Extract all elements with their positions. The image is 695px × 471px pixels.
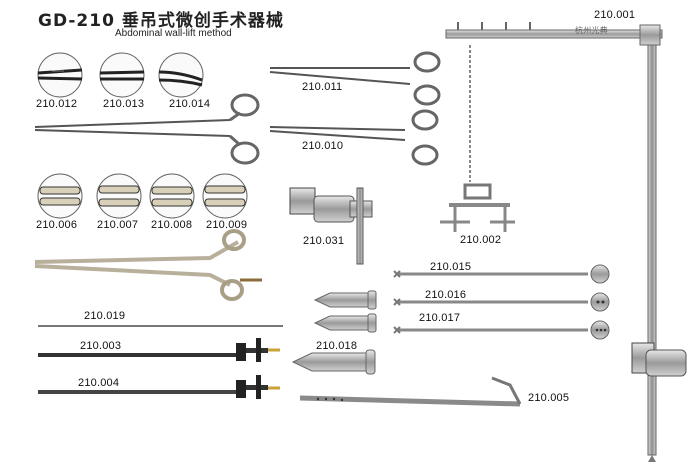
page-subtitle: Abdominal wall-lift method	[115, 28, 232, 39]
jaw-detail-014	[158, 52, 204, 98]
electrode-003	[38, 338, 280, 362]
stand-marking: 杭州光典	[575, 26, 608, 35]
jaw-detail-012	[37, 52, 83, 98]
jaw-detail-006	[37, 173, 83, 219]
label-210-009: 210.009	[206, 219, 248, 231]
label-210-016: 210.016	[425, 289, 467, 301]
label-210-018: 210.018	[316, 340, 358, 352]
label-210-013: 210.013	[103, 98, 145, 110]
label-210-003: 210.003	[80, 340, 122, 352]
label-210-010: 210.010	[302, 140, 344, 152]
label-210-014: 210.014	[169, 98, 211, 110]
label-210-006: 210.006	[36, 219, 78, 231]
suspension-stand-001	[445, 22, 687, 462]
label-210-015: 210.015	[430, 261, 472, 273]
label-210-019: 210.019	[84, 310, 126, 322]
jaw-detail-008	[149, 173, 195, 219]
label-210-005: 210.005	[528, 392, 570, 404]
clamp-instrument	[34, 229, 262, 301]
trocar-018	[291, 290, 377, 375]
label-210-012: 210.012	[36, 98, 78, 110]
rail-clamp-031	[289, 187, 373, 265]
label-210-001: 210.001	[594, 9, 636, 21]
lifting-rod-005	[299, 376, 522, 407]
jaw-detail-013	[99, 52, 145, 98]
jaw-detail-007	[96, 173, 142, 219]
label-210-007: 210.007	[97, 219, 139, 231]
label-210-002: 210.002	[460, 234, 502, 246]
label-210-017: 210.017	[419, 312, 461, 324]
electrode-004	[38, 375, 280, 399]
lift-hook-002	[440, 45, 515, 232]
retractor-017	[393, 320, 610, 340]
label-210-011: 210.011	[302, 81, 343, 93]
long-forceps-012	[34, 93, 260, 165]
retractor-016	[393, 292, 610, 312]
jaw-detail-009	[202, 173, 248, 219]
label-210-008: 210.008	[151, 219, 193, 231]
label-210-004: 210.004	[78, 377, 120, 389]
retractor-015	[393, 264, 610, 284]
page-title: GD-210 垂吊式微创手术器械	[38, 11, 284, 31]
label-210-031: 210.031	[303, 235, 345, 247]
forceps-010	[269, 109, 439, 166]
forceps-011	[269, 51, 441, 106]
